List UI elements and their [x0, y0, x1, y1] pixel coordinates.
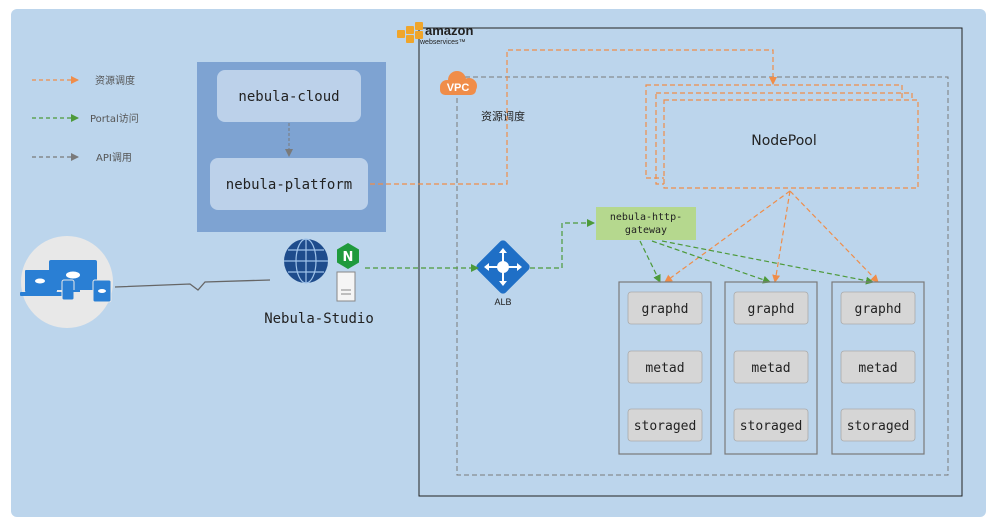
- legend-label-portal-access: Portal访问: [90, 112, 139, 125]
- cluster-3-frame: [831, 281, 925, 455]
- nebula-cloud-box: [217, 70, 361, 122]
- gateway-label-line2: gateway: [625, 225, 667, 236]
- cluster-2-metad-label: metad: [751, 361, 790, 376]
- cluster-1-metad-label: metad: [645, 361, 684, 376]
- legend: 资源调度 Portal访问 API调用: [32, 74, 139, 164]
- legend-label-api-call: API调用: [96, 152, 132, 164]
- vpc-label: VPC: [447, 82, 470, 94]
- network-link: [114, 279, 271, 291]
- aws-brand-text: amazon: [425, 23, 473, 38]
- cluster-2-metad-box: [733, 350, 809, 384]
- platform-to-nodepool-arrow: [370, 49, 777, 185]
- gateway-label-line1: nebula-http-: [610, 212, 682, 223]
- load-balancer-icon: [476, 240, 530, 294]
- cluster-1-storaged-label: storaged: [634, 419, 697, 434]
- cluster-1-graphd-box: [627, 291, 703, 325]
- devices-cloud-icon: [20, 236, 113, 328]
- vpc-boundary: [456, 76, 949, 476]
- nodepool-label: NodePool: [751, 133, 817, 149]
- cluster-2-graphd-label: graphd: [748, 302, 795, 317]
- cluster-2: graphd metad storaged: [724, 281, 818, 455]
- cluster-2-storaged-label: storaged: [740, 419, 803, 434]
- alb-to-gateway-arrow: [530, 219, 595, 269]
- aws-boundary: [418, 27, 963, 497]
- cluster-3-graphd-label: graphd: [855, 302, 902, 317]
- cluster-3-graphd-box: [840, 291, 916, 325]
- platform-panel: nebula-cloud nebula-platform: [197, 62, 386, 232]
- globe-icon: [284, 238, 328, 284]
- cluster-1-storaged-box: [627, 408, 703, 442]
- gateway-to-graphd-3-arrow: [661, 240, 874, 285]
- vpc-cloud-icon: VPC: [440, 71, 477, 95]
- cluster-3-storaged-box: [840, 408, 916, 442]
- gateway-box: [596, 207, 696, 240]
- aws-sub-text: webservices™: [419, 39, 466, 46]
- cluster-1-graphd-label: graphd: [642, 302, 689, 317]
- cluster-2-storaged-box: [733, 408, 809, 442]
- nodepool-to-cluster-1-arrow: [664, 190, 791, 283]
- nebula-platform-box: [210, 158, 368, 210]
- cluster-1: graphd metad storaged: [618, 281, 712, 455]
- aws-logo: amazon webservices™: [397, 22, 473, 46]
- legend-label-resource-scheduling: 资源调度: [95, 74, 135, 87]
- cluster-3: graphd metad storaged: [831, 281, 925, 455]
- cluster-1-frame: [618, 281, 712, 455]
- gateway-to-graphd-2-arrow: [651, 240, 771, 284]
- cluster-3-storaged-label: storaged: [847, 419, 910, 434]
- cluster-1-metad-box: [627, 350, 703, 384]
- nodepool-to-cluster-3-arrow: [789, 190, 879, 283]
- aws-logo-icon: [397, 22, 423, 43]
- cluster-2-frame: [724, 281, 818, 455]
- nodepool: NodePool: [645, 84, 919, 189]
- nginx-letter: N: [343, 250, 354, 265]
- vpc-sublabel: 资源调度: [481, 109, 525, 123]
- cluster-3-metad-box: [840, 350, 916, 384]
- cluster-3-metad-label: metad: [858, 361, 897, 376]
- nginx-icon: N: [337, 243, 359, 269]
- server-icon: [336, 271, 356, 302]
- cluster-2-graphd-box: [733, 291, 809, 325]
- nebula-cloud-label: nebula-cloud: [238, 89, 339, 105]
- nodepool-frame-front: [663, 99, 919, 189]
- nebula-platform-label: nebula-platform: [226, 177, 352, 193]
- studio-label: Nebula-Studio: [264, 311, 374, 327]
- nodepool-to-cluster-2-arrow: [772, 190, 791, 283]
- alb-label: ALB: [494, 297, 511, 307]
